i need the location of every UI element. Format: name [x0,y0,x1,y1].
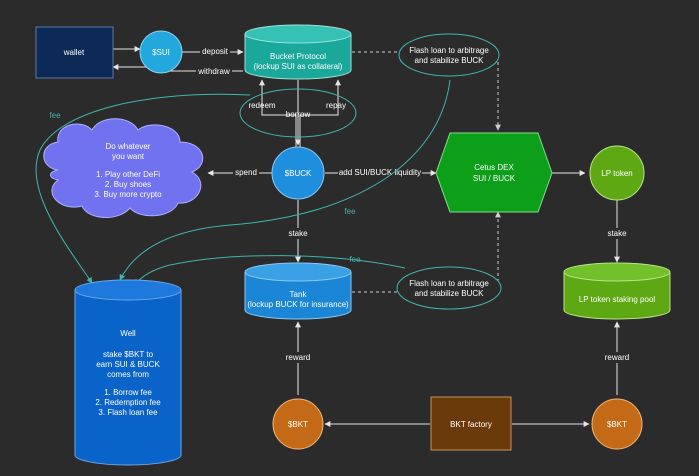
reward-right-label-bg [601,352,633,363]
lp-pool-label: LP token staking pool [579,295,656,304]
spend-label-bg [233,167,259,178]
bkt-left-label: $BKT [288,420,308,429]
cloud-line2: you want [112,152,145,161]
cloud-line5: 3. Buy more crypto [94,190,162,199]
edge-label-withdraw: withdraw [197,67,230,76]
edge-fee-top [35,93,251,284]
cetus-dex-node[interactable] [435,132,553,213]
bkt-right-label: $BKT [607,420,627,429]
bkt-factory-label: BKT factory [450,420,492,429]
well-line5: 1. Borrow fee [104,388,152,397]
bkt-right-node[interactable] [591,398,643,450]
bucket-protocol-title: Bucket Protocol [270,52,326,61]
well-title: Well [120,329,136,338]
flash-loan-bottom-line1: Flash loan to arbitrage [409,279,489,288]
bkt-factory-node[interactable] [430,396,512,451]
bucket-protocol-subtitle: (lockup SUI as collateral) [254,62,343,71]
buck-node[interactable] [271,146,325,200]
cetus-subtitle: SUI / BUCK [473,174,516,183]
well-node[interactable] [74,279,182,466]
sui-node[interactable] [139,30,183,74]
edge-fee-bottom [134,255,406,286]
edge-label-spend: spend [235,168,257,177]
edge-label-fee-bottom: fee [349,255,361,264]
edge-repay [299,79,341,155]
well-line7: 3. Flash loan fee [98,408,158,417]
lp-token-node[interactable] [589,145,645,201]
edge-label-reward-right: reward [605,353,629,362]
edge-label-fee-top: fee [49,111,61,120]
edge-label-repay: repay [326,101,346,110]
flash-loan-top-node[interactable] [398,33,500,77]
edge-label-redeem: redeem [248,101,275,110]
lp-token-label: LP token [601,169,632,178]
stake-left-label-bg [285,228,311,239]
wallet-node[interactable] [35,26,114,79]
well-line3: earn SUI & BUCK [96,360,160,369]
flash-loan-top-line2: and stabilize BUCK [415,56,485,65]
sui-label: $SUI [152,48,170,57]
edge-label-stake-left: stake [288,229,308,238]
edge-redeem [259,79,297,155]
stake-right-label-bg [604,228,630,239]
cloud-line4: 2. Buy shoes [105,180,151,189]
lp-staking-pool-node[interactable] [563,262,671,320]
reward-left-label-bg [282,352,314,363]
cloud-line1: Do whatever [106,142,151,151]
edge-fee-middle [119,79,451,281]
withdraw-label-bg [196,66,232,77]
flash-loan-bottom-node[interactable] [396,266,502,310]
edge-label-stake-right: stake [607,229,627,238]
tank-title: Tank [290,290,308,299]
edge-label-fee-middle: fee [344,207,356,216]
tank-subtitle: (lockup BUCK for insurance) [247,300,349,309]
well-line4: comes from [107,370,149,379]
bucket-protocol-node[interactable] [244,24,352,80]
flash-loan-bottom-line2: and stabilize BUCK [415,289,485,298]
edge-label-add-liquidity: add SUI/BUCK liquidity [339,168,421,177]
wallet-label: wallet [63,48,85,57]
flash-loan-top-line1: Flash loan to arbitrage [409,46,489,55]
buck-label: $BUCK [285,169,312,178]
edge-label-reward-left: reward [286,353,310,362]
redeem-borrow-repay-group-outline [239,88,357,138]
well-line2: stake $BKT to [103,350,154,359]
deposit-label-bg [200,46,230,57]
bkt-left-node[interactable] [272,398,324,450]
tank-node[interactable] [244,262,352,320]
add-liquidity-label-bg [338,167,422,178]
cloud-line3: 1. Play other DeFi [96,170,160,179]
cloud-node[interactable] [43,118,204,218]
edge-label-borrow: borrow [286,110,311,119]
cetus-title: Cetus DEX [474,163,514,172]
well-line6: 2. Redemption fee [95,398,161,407]
edge-label-deposit: deposit [202,47,229,56]
